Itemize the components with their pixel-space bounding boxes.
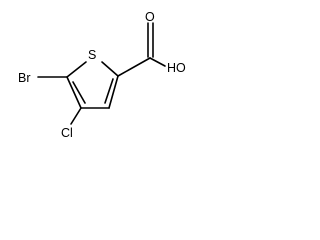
chemical-structure: S Br Cl O HO xyxy=(18,10,186,140)
bond-c4-c5 xyxy=(66,76,82,109)
bond-c-oh xyxy=(149,57,166,67)
atom-bromine: Br xyxy=(18,71,31,85)
bond-s-c2 xyxy=(101,61,119,77)
bond-c4-c5-inner xyxy=(72,81,86,104)
atom-chlorine: Cl xyxy=(61,126,73,140)
bond-c2-c3 xyxy=(108,75,119,109)
bond-s-c5 xyxy=(66,61,87,78)
atom-sulfur: S xyxy=(88,48,96,62)
bond-c4-cl xyxy=(70,107,82,125)
atom-hydroxyl: HO xyxy=(167,61,186,75)
bond-c2-c3-inner xyxy=(104,78,114,104)
bond-c2-ccooh xyxy=(117,57,151,77)
atom-carbonyl-oxygen: O xyxy=(145,10,155,24)
